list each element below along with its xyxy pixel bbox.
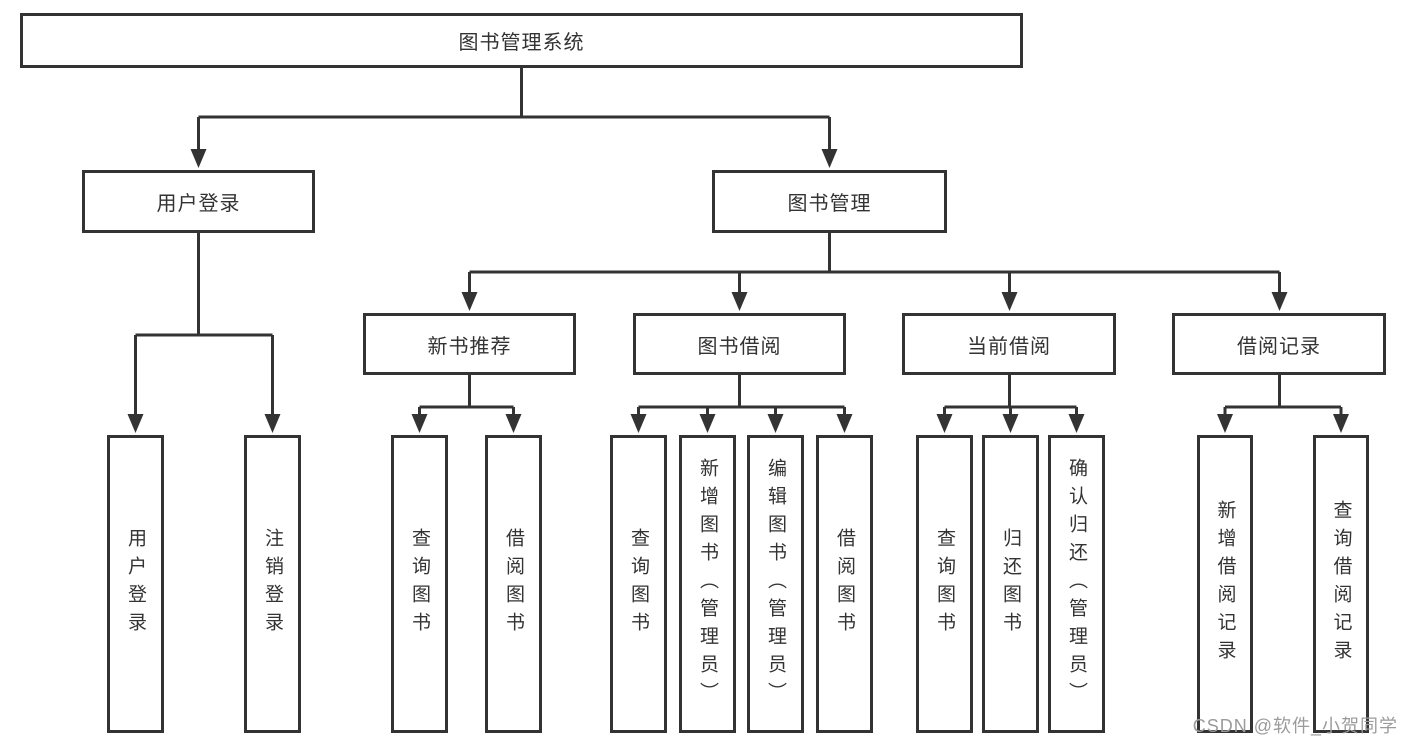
- node-leaf-logout: 注销登录: [244, 435, 301, 733]
- node-leaf-user-login: 用户登录: [107, 435, 164, 733]
- node-leaf-return-book: 归还图书: [982, 435, 1039, 733]
- node-leaf-borrow-book-1: 借阅图书: [485, 435, 542, 733]
- node-leaf-add-book-admin: 新增图书（管理员）: [679, 435, 736, 733]
- node-borrow-record-label: 借阅记录: [1237, 335, 1321, 358]
- node-leaf-query-book-2: 查询图书: [610, 435, 667, 733]
- node-current-borrow-label: 当前借阅: [967, 335, 1051, 358]
- node-leaf-query-book-3: 查询图书: [916, 435, 973, 733]
- node-leaf-add-book-admin-label: 新增图书（管理员）: [697, 458, 718, 710]
- node-current-borrow: 当前借阅: [902, 313, 1116, 375]
- node-root: 图书管理系统: [20, 13, 1023, 68]
- node-leaf-query-book-1: 查询图书: [391, 435, 448, 733]
- node-leaf-logout-label: 注销登录: [262, 528, 283, 640]
- node-leaf-return-book-label: 归还图书: [1000, 528, 1021, 640]
- watermark-text: CSDN @软件_小贺同学: [1192, 716, 1398, 736]
- node-leaf-add-borrow-record-label: 新增借阅记录: [1214, 500, 1236, 668]
- node-new-book-label: 新书推荐: [427, 335, 512, 358]
- node-leaf-add-borrow-record: 新增借阅记录: [1197, 435, 1253, 733]
- node-book-borrow-label: 图书借阅: [697, 335, 782, 358]
- node-leaf-user-login-label: 用户登录: [125, 528, 146, 640]
- node-book-mgmt: 图书管理: [712, 170, 947, 233]
- node-leaf-borrow-book-2-label: 借阅图书: [834, 528, 855, 640]
- node-user-login-label: 用户登录: [156, 193, 241, 215]
- node-user-login: 用户登录: [82, 170, 315, 233]
- node-leaf-borrow-book-1-label: 借阅图书: [503, 528, 524, 640]
- node-leaf-edit-book-admin: 编辑图书（管理员）: [747, 435, 804, 733]
- node-leaf-borrow-book-2: 借阅图书: [816, 435, 873, 733]
- node-book-borrow: 图书借阅: [633, 313, 846, 375]
- node-leaf-confirm-return-admin: 确认归还（管理员）: [1048, 435, 1105, 733]
- node-leaf-query-borrow-record: 查询借阅记录: [1313, 435, 1369, 733]
- node-borrow-record: 借阅记录: [1172, 313, 1386, 375]
- node-book-mgmt-label: 图书管理: [787, 193, 872, 215]
- node-leaf-edit-book-admin-label: 编辑图书（管理员）: [765, 458, 786, 710]
- node-leaf-query-book-3-label: 查询图书: [934, 528, 955, 640]
- node-leaf-confirm-return-admin-label: 确认归还（管理员）: [1066, 458, 1087, 710]
- node-leaf-query-book-1-label: 查询图书: [409, 528, 430, 640]
- node-leaf-query-borrow-record-label: 查询借阅记录: [1330, 500, 1352, 668]
- node-leaf-query-book-2-label: 查询图书: [628, 528, 649, 640]
- node-root-label: 图书管理系统: [458, 32, 585, 54]
- node-new-book: 新书推荐: [363, 313, 576, 375]
